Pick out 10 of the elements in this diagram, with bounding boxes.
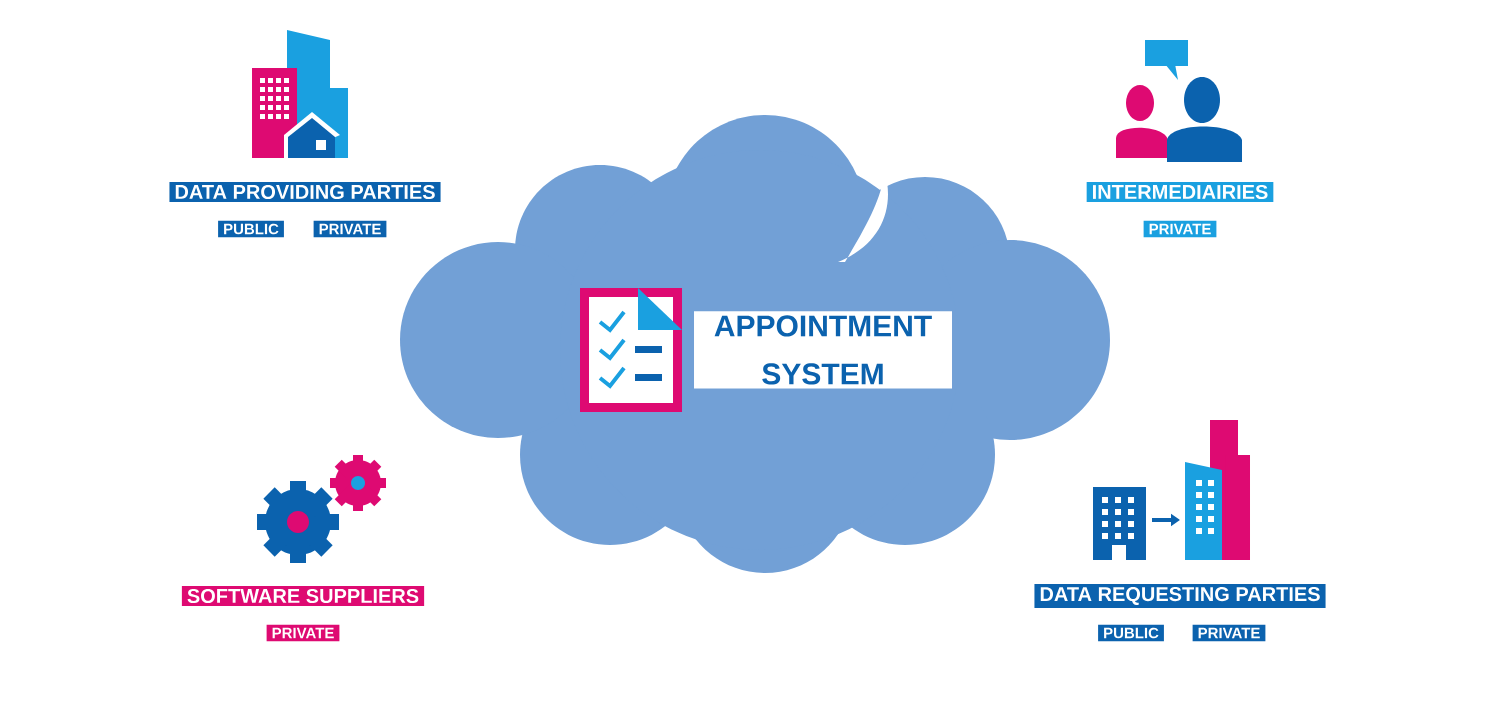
heading-label: DATA REQUESTING PARTIES xyxy=(1034,584,1326,608)
category-tag: PRIVATE xyxy=(1192,624,1266,642)
category-tag: PRIVATE xyxy=(313,220,387,238)
category-tag: PUBLIC xyxy=(218,220,284,238)
category-tag: PRIVATE xyxy=(266,624,340,642)
category-tag: PUBLIC xyxy=(1098,624,1164,642)
category-tag: PRIVATE xyxy=(1143,220,1217,238)
heading-label: DATA PROVIDING PARTIES xyxy=(169,181,441,203)
heading-label: SOFTWARE SUPPLIERS xyxy=(181,585,425,607)
heading-label: INTERMEDIAIRIES xyxy=(1086,181,1274,203)
